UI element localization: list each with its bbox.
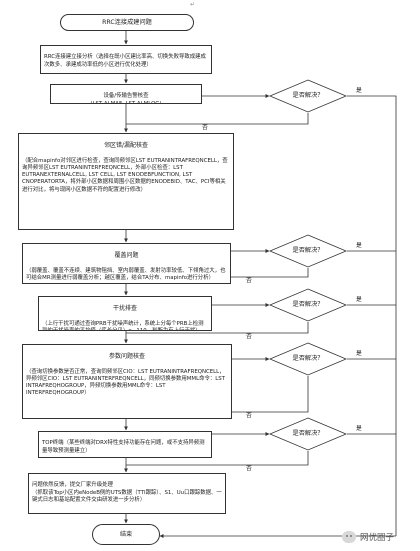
escalate-text: 问题依然反馈，提交厂家升级处理 （抓取该Top小区内eNodeB侧的UTS数据（… (32, 482, 222, 503)
no-label-1: 否 (202, 125, 208, 131)
coverage-title: 覆盖问题 (114, 252, 139, 260)
decision-3-label: 是否解决？ (292, 301, 324, 308)
watermark-text: 网优圈子 (359, 533, 394, 543)
neighbor-check-box: 邻区错/漏配核查 （配合mapinfo对邻区进行检查，查询同频邻区LST EUT… (18, 133, 234, 230)
escalate-box: 问题依然反馈，提交厂家升级处理 （抓取该Top小区内eNodeB侧的UTS数据（… (28, 473, 226, 514)
terminal-issue-text: TOP终端（某些终端对DRX特性支持功能存在问题，或不支持异频测量导致预测量建立… (42, 440, 205, 454)
cursor-mark: ↵ (190, 1, 196, 8)
coverage-box: 覆盖问题 （弱覆盖、覆盖不连续、建筑物阻挡、室内弱覆盖、发射功率较低、下倾角过大… (22, 243, 231, 284)
end-label: 结束 (119, 530, 133, 538)
decision-2-label: 是否解决？ (292, 247, 324, 254)
decision-5-label: 是否解决？ (292, 430, 324, 437)
interference-title: 干扰排查 (112, 305, 137, 313)
no-label-4: 否 (246, 413, 252, 419)
neighbor-check-title: 邻区错/漏配核查 (103, 142, 149, 150)
yes-label-4: 是 (356, 351, 362, 357)
terminal-issue-box: TOP终端（某些终端对DRX特性支持功能存在问题，或不支持异频测量导致预测量建立… (38, 431, 212, 458)
wechat-icon (341, 531, 356, 543)
decision-1-label: 是否解决？ (292, 92, 324, 99)
decision-4-label: 是否解决？ (292, 355, 324, 362)
param-check-title: 参数问题核查 (108, 353, 145, 361)
yes-label-2: 是 (356, 243, 362, 249)
yes-label-3: 是 (356, 297, 362, 303)
start-terminal: RRC连接成建问题 (60, 14, 194, 31)
end-terminal: 结束 (92, 524, 160, 545)
no-label-5: 否 (246, 466, 252, 472)
analysis-box: RRC连接建立接分析（选择在既小区建比率高、切换失败导致成建成次数多、承建成功率… (40, 45, 212, 74)
device-check-text: 设备/传输告警核查 (LST ALMAF, LST ALMLOG) (90, 93, 162, 104)
param-check-text: （查询切换参数是否正常，查询同频邻区CIO：LST EUTRANINTRAFRE… (26, 368, 225, 397)
interference-box: 干扰排查 （上行干扰可通过查询PRB干扰噪声统计，系统上分每个PRB上检测到的干… (38, 296, 212, 331)
analysis-text: RRC连接建立接分析（选择在既小区建比率高、切换失败导致成建成次数多、承建成功率… (44, 54, 206, 68)
param-check-box: 参数问题核查 （查询切换参数是否正常，查询同频邻区CIO：LST EUTRANI… (22, 344, 232, 419)
no-label-2: 否 (246, 278, 252, 284)
neighbor-check-text: （配合mapinfo对邻区进行检查，查询同频邻区LST EUTRANINTRAF… (22, 157, 228, 193)
device-check-box: 设备/传输告警核查 (LST ALMAF, LST ALMLOG) (50, 84, 202, 104)
yes-label-5: 是 (356, 426, 362, 432)
no-label-3: 否 (246, 334, 252, 340)
watermark: 网优圈子 (341, 531, 394, 543)
coverage-text: （弱覆盖、覆盖不连续、建筑物阻挡、室内弱覆盖、发射功率较低、下倾角过大，也可结合… (26, 267, 226, 281)
yes-label-1: 是 (356, 88, 362, 94)
start-label: RRC连接成建问题 (102, 18, 152, 26)
interference-text: （上行干扰可通过查询PRB干扰噪声统计，系统上分每个PRB上检测到的干扰噪声的平… (42, 320, 204, 331)
